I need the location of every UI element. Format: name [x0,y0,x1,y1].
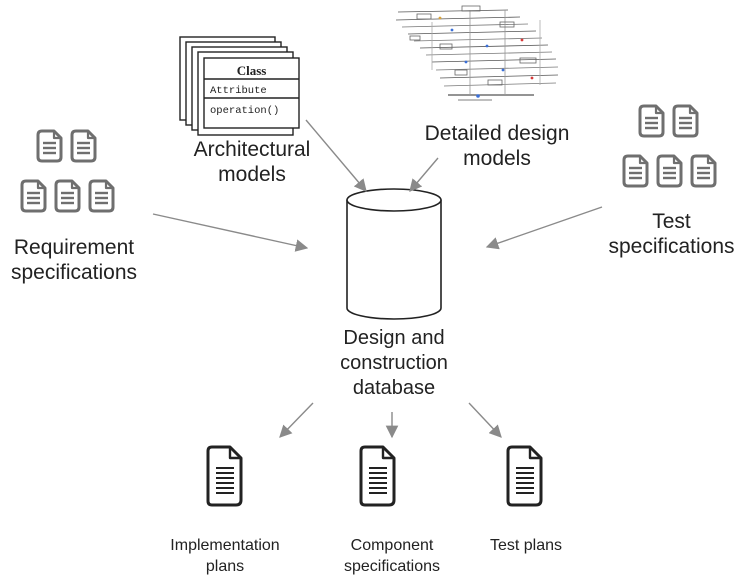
test-plans-doc-icon [506,445,543,507]
arrow-detailed-to-database [409,157,439,192]
class-diagram-icon [179,36,300,136]
test-docs-icon [622,104,717,188]
database-cylinder-icon [346,188,442,320]
class-operation-text: operation() [210,105,279,117]
implementation-plans-label: Implementation plans [170,537,280,575]
detailed-design-thumbnail-icon [395,5,559,101]
requirement-specifications-label: Requirement specifications [10,236,138,284]
arrow-database-to-implementation [279,402,314,438]
test-specifications-label: Test specifications [608,210,735,258]
class-name-text: Class [237,63,267,78]
arrow-test-specs-to-database [485,206,603,250]
arrow-database-to-test-plans [468,402,502,438]
arrow-requirements-to-database [152,213,309,252]
architectural-models-label: Architectural models [193,138,311,186]
test-plans-label: Test plans [489,537,563,554]
component-specifications-doc-icon [359,445,396,507]
class-attribute-text: Attribute [210,85,267,97]
implementation-plans-doc-icon [206,445,243,507]
requirement-docs-icon [20,129,115,213]
detailed-design-models-label: Detailed design models [424,122,570,170]
component-specifications-label: Component specifications [343,537,441,575]
arrow-architectural-to-database [305,119,367,192]
database-label: Design and construction database [340,327,448,399]
